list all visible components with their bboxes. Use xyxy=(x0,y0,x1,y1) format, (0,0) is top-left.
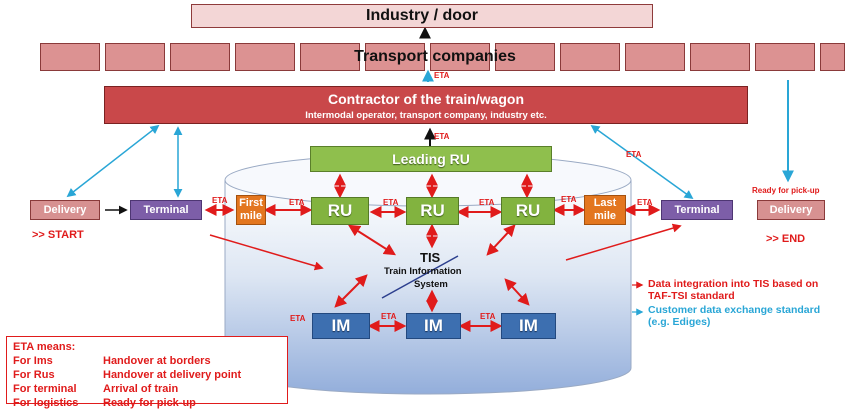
eta-legend: ETA means: For Ims Handover at borders F… xyxy=(6,336,288,409)
transport-company-cell xyxy=(235,43,295,71)
last-mile-label: Last mile xyxy=(593,197,617,222)
note-customer-exchange: Customer data exchange standard (e.g. Ed… xyxy=(648,304,821,328)
tis-line2: System xyxy=(414,279,448,290)
transport-companies-label: Transport companies xyxy=(354,48,516,65)
eta-label: ETA xyxy=(383,198,399,207)
leading-ru-label: Leading RU xyxy=(392,151,470,167)
ru-label: RU xyxy=(327,201,353,220)
industry-door-label: Industry / door xyxy=(366,7,478,24)
legend-what: Handover at delivery point xyxy=(103,369,242,381)
terminal-left-label: Terminal xyxy=(143,204,189,216)
legend-row: For Rus Handover at delivery point xyxy=(13,368,281,382)
eta-label: ETA xyxy=(289,198,305,207)
eta-label: ETA xyxy=(434,132,450,141)
transport-company-cell xyxy=(820,43,845,71)
note-data-integration: Data integration into TIS based on TAF-T… xyxy=(648,278,819,302)
terminal-right-label: Terminal xyxy=(674,204,720,216)
transport-companies-strip: Transport companies xyxy=(40,43,845,71)
legend-what: Ready for pick-up xyxy=(103,397,196,409)
eta-label: ETA xyxy=(212,196,228,205)
transport-company-cell xyxy=(430,43,490,71)
legend-row: For logistics Ready for pick-up xyxy=(13,396,281,410)
eta-label: ETA xyxy=(434,71,450,80)
delivery-end-box: Delivery xyxy=(757,200,825,220)
start-label: >> START xyxy=(32,229,84,241)
eta-label: ETA xyxy=(480,312,496,321)
eta-label: ETA xyxy=(637,198,653,207)
legend-row: For terminal Arrival of train xyxy=(13,382,281,396)
transport-company-cell xyxy=(495,43,555,71)
eta-label: ETA xyxy=(626,150,642,159)
legend-who: For logistics xyxy=(13,397,79,409)
transport-company-cell xyxy=(690,43,750,71)
transport-company-cell xyxy=(40,43,100,71)
transport-company-cell xyxy=(105,43,165,71)
first-mile-label: First mile xyxy=(239,197,263,222)
im-label: IM xyxy=(519,316,538,335)
transport-company-cell xyxy=(625,43,685,71)
legend-row: For Ims Handover at borders xyxy=(13,354,281,368)
first-mile-box: First mile xyxy=(236,195,266,225)
ru-label: RU xyxy=(420,201,445,220)
eta-label: ETA xyxy=(290,314,306,323)
tis-line1: Train Information xyxy=(384,266,462,277)
legend-who: For Rus xyxy=(13,369,55,381)
legend-title: ETA means: xyxy=(13,341,76,353)
eta-label: ETA xyxy=(479,198,495,207)
ru-label: RU xyxy=(515,201,541,220)
transport-company-cell xyxy=(560,43,620,71)
legend-what: Arrival of train xyxy=(103,383,179,395)
terminal-left-box: Terminal xyxy=(130,200,202,220)
legend-who: For Ims xyxy=(13,355,53,367)
eta-label: ETA xyxy=(381,312,397,321)
ru-box-3: RU xyxy=(501,197,555,225)
im-box-2: IM xyxy=(406,313,461,339)
transport-company-cell xyxy=(170,43,230,71)
delivery-start-box: Delivery xyxy=(30,200,100,220)
transport-company-cell xyxy=(365,43,425,71)
end-label: >> END xyxy=(766,233,806,245)
delivery-end-label: Delivery xyxy=(769,204,813,216)
industry-door-box: Industry / door xyxy=(191,4,653,28)
im-box-1: IM xyxy=(312,313,370,339)
leading-ru-box: Leading RU xyxy=(310,146,552,172)
ru-box-1: RU xyxy=(311,197,369,225)
terminal-right-box: Terminal xyxy=(661,200,733,220)
ru-box-2: RU xyxy=(406,197,459,225)
tis-title: TIS xyxy=(420,250,441,265)
im-label: IM xyxy=(424,316,443,335)
contractor-title: Contractor of the train/wagon xyxy=(328,91,524,107)
legend-what: Handover at borders xyxy=(103,355,211,367)
eta-label: ETA xyxy=(561,195,577,204)
delivery-start-label: Delivery xyxy=(43,204,87,216)
im-label: IM xyxy=(331,316,351,335)
ready-pickup-label: Ready for pick-up xyxy=(752,186,820,195)
transport-company-cell xyxy=(300,43,360,71)
transport-company-cell xyxy=(755,43,815,71)
im-box-3: IM xyxy=(501,313,556,339)
legend-who: For terminal xyxy=(13,383,77,395)
contractor-subtitle: Intermodal operator, transport company, … xyxy=(305,109,547,121)
last-mile-box: Last mile xyxy=(584,195,626,225)
contractor-box: Contractor of the train/wagon Intermodal… xyxy=(104,86,748,124)
